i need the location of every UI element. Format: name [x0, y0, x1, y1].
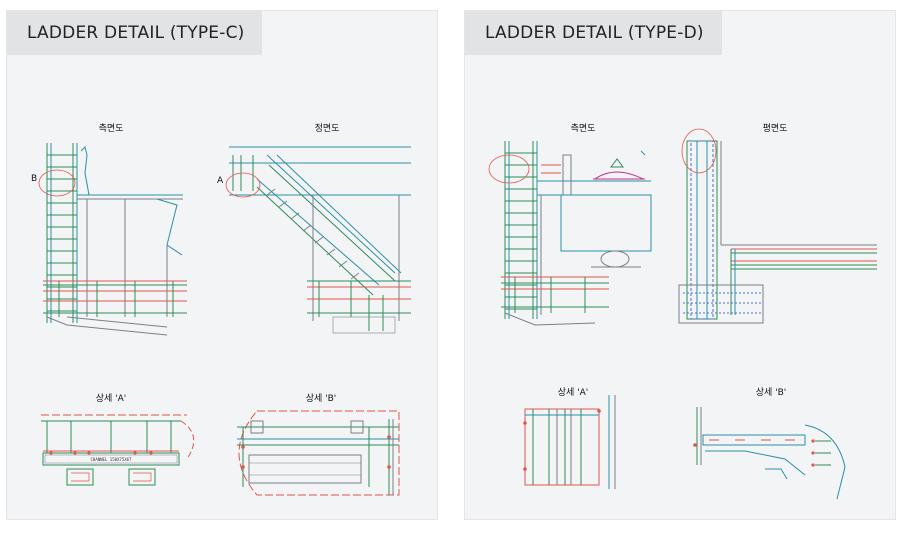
view-label-side: 측면도 — [99, 123, 124, 134]
channel-note: CHANNEL 150X75X6T — [91, 457, 133, 462]
detail-a-drawing: CHANNEL 150X75X6T — [41, 414, 195, 486]
view-label-side: 측면도 — [571, 123, 596, 134]
view-label-plan: 평면도 — [763, 123, 788, 134]
type-d-drawing-svg: 측면도 평면도 상세 'A' 상세 'B' — [488, 123, 877, 500]
detail-b-drawing — [693, 407, 846, 500]
view-label-detail-a: 상세 'A' — [96, 393, 127, 404]
marker-a: A — [217, 176, 224, 186]
type-c-drawing-svg: 측면도 정면도 상세 'A' 상세 'B' B A — [31, 123, 411, 496]
type-c-drawing: 측면도 정면도 상세 'A' 상세 'B' B A — [7, 55, 437, 519]
view-label-detail-a: 상세 'A' — [558, 387, 589, 398]
panel-title: LADDER DETAIL (TYPE-D) — [465, 11, 722, 55]
view-label-front: 정면도 — [315, 123, 340, 134]
detail-a-drawing — [523, 395, 616, 489]
panel-title: LADDER DETAIL (TYPE-C) — [7, 11, 263, 55]
front-view-drawing — [225, 146, 411, 334]
plan-view-drawing — [678, 128, 877, 324]
view-label-detail-b: 상세 'B' — [306, 393, 337, 404]
side-view-drawing — [488, 141, 652, 326]
ladder-detail-type-d-panel: LADDER DETAIL (TYPE-D) 측면도 평면도 상세 'A' 상세… — [464, 10, 896, 520]
ladder-detail-type-c-panel: LADDER DETAIL (TYPE-C) 측면도 정면도 상세 'A' 상세… — [6, 10, 438, 520]
detail-b-drawing — [237, 410, 400, 496]
marker-b: B — [31, 174, 37, 184]
view-label-detail-b: 상세 'B' — [756, 387, 787, 398]
side-view-drawing — [38, 143, 187, 336]
type-d-drawing: 측면도 평면도 상세 'A' 상세 'B' — [465, 55, 895, 519]
